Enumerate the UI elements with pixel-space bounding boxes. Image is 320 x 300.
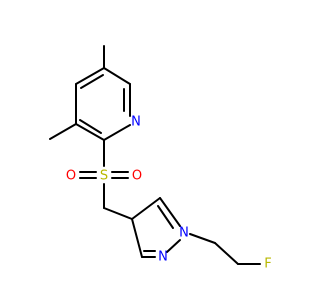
bond-ring-bottom-left: [75, 123, 105, 141]
bond-ring-bottom-left-inner: [79, 119, 102, 134]
bond-ring-top-right: [103, 67, 131, 85]
bond-c5-n1-inner: [157, 205, 174, 229]
bond-ring-top-left-inner: [80, 74, 104, 89]
molecule-structure: N S O O N N F: [49, 45, 272, 272]
bond-ch2-c4: [103, 207, 133, 220]
bond-methyl-left: [49, 123, 77, 140]
bond-ring-top-left: [75, 67, 105, 85]
bond-n1-ch2: [189, 233, 216, 244]
bond-ring-n-c2: [103, 124, 131, 141]
atom-labels: N S O O N N F: [66, 115, 272, 272]
bonds: [49, 45, 261, 265]
atom-f: F: [264, 257, 271, 272]
atom-n-pyridine: N: [131, 115, 141, 130]
bond-c3-c4: [131, 218, 143, 258]
atom-o-left: O: [66, 169, 76, 184]
atom-n2-pyrazole: N: [158, 250, 168, 265]
atom-n1-pyrazole: N: [179, 226, 189, 241]
bond-c4-c5: [131, 197, 161, 220]
bond-c5-n1: [159, 197, 181, 227]
atom-o-right: O: [132, 169, 142, 184]
bond-n1-n2: [166, 239, 181, 253]
bond-ch2-ch2: [214, 242, 239, 265]
atom-s-sulfonyl: S: [100, 169, 108, 184]
